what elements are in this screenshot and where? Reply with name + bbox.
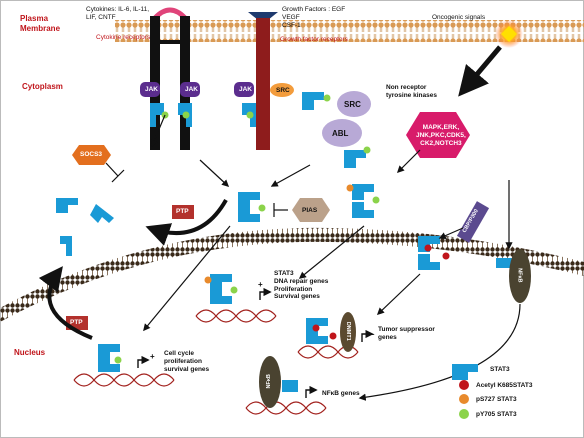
plus-sign-2: + — [150, 352, 155, 361]
cbp-p300-box — [456, 201, 490, 243]
cytoplasm-label: Cytoplasm — [22, 82, 63, 91]
nfkb-label-2: NFκB — [265, 374, 272, 389]
socs3-hexagon — [72, 145, 111, 165]
growth-factors-label: Growth Factors : EGF VEGF CSF-1 — [282, 6, 346, 29]
src-label: SRC — [344, 100, 361, 109]
non-receptor-label: Non receptor tyrosine kinases — [386, 84, 437, 99]
jak-label-1: JAK — [145, 86, 159, 93]
right-stat3-dimer — [346, 184, 380, 218]
growth-factor-receptors-label: Growth factor receptors — [280, 36, 348, 43]
dna-helix-nfkb — [245, 401, 327, 415]
jak-label-3: JAK — [239, 86, 253, 93]
acetyl-stat3-dimer — [418, 236, 450, 270]
legend-py705: pY705 STAT3 — [476, 411, 517, 418]
growth-factor-receptor — [248, 12, 278, 150]
abl-ellipse — [322, 119, 362, 147]
jak-label-2: JAK — [185, 86, 199, 93]
tumor-suppressor-label: Tumor suppressor genes — [378, 326, 435, 341]
ptp-label-1: PTP — [176, 208, 189, 215]
plus-sign-1: + — [258, 280, 263, 289]
dna-helix-cellcycle — [73, 373, 175, 387]
plasma-membrane-label: Plasma Membrane — [20, 14, 61, 33]
minus-sign: – — [370, 330, 375, 339]
legend-stat3: STAT3 — [490, 366, 510, 373]
nfkb-genes-label: NFκB genes — [322, 390, 360, 397]
stat3-targets-label: STAT3 DNA repair genes Proliferation Sur… — [274, 270, 329, 301]
src-ellipse — [337, 91, 371, 117]
cytokines-label: Cytokines: IL-6, IL-11, LIF, CNTF — [86, 6, 150, 21]
ptp-label-2: PTP — [70, 319, 83, 326]
pias-label: PIAS — [302, 207, 318, 214]
pias-hexagon — [292, 198, 330, 222]
nuclear-stat3-center — [204, 274, 238, 304]
src-label-membrane: SRC — [276, 87, 290, 94]
legend-shapes — [452, 364, 478, 419]
kinases-label: MAPK,ERK, JNK,PKC,CDK5, CK2,NOTCH3 — [416, 124, 466, 147]
ptp-box-1 — [172, 205, 194, 219]
nfkb-label-1: NFκB — [516, 268, 523, 283]
nuclear-stat3-cellcycle — [98, 344, 122, 372]
nuclear-envelope — [0, 227, 584, 322]
nuclear-stat3-tumor — [306, 312, 356, 352]
jak-proteins — [140, 82, 294, 97]
legend-ps727: pS727 STAT3 — [476, 396, 517, 403]
kinase-hexagon — [406, 112, 470, 158]
cytokine-receptors-label: Cytokine receptors — [96, 34, 151, 41]
legend-acetyl: Acetyl K685STAT3 — [476, 382, 533, 389]
socs3-label: SOCS3 — [80, 151, 103, 158]
dna-helix-center — [195, 309, 277, 323]
cell-cycle-label: Cell cycle proliferation survival genes — [164, 350, 210, 373]
nuclear-nfkb — [259, 356, 298, 408]
central-stat3-dimer — [238, 192, 266, 222]
oncogenic-signals-label: Oncogenic signals — [432, 14, 486, 21]
dnmt1-label: DNMT1 — [344, 321, 351, 341]
abl-label: ABL — [332, 129, 349, 138]
plasma-membrane — [115, 20, 584, 42]
nucleus-label: Nucleus — [14, 348, 46, 357]
nfkb-ellipse-1 — [509, 249, 531, 303]
